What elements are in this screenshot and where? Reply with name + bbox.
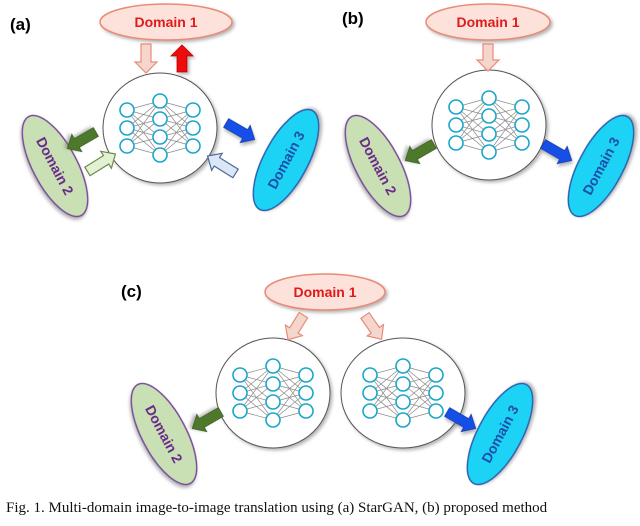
panel-b-green-arrow [404,139,437,165]
panel-a-hollow-green-arrow [83,150,117,177]
panel-b-network-node [448,135,464,151]
panel-c-network-2-node [395,412,411,428]
panel-a-network-node [152,93,168,109]
panel-c-network-1-node [298,403,314,419]
panel-b-network-node [481,90,497,106]
panel-c-network-2-node [428,385,444,401]
panel-c-network-1-node [232,367,248,383]
panel-a-network-node [185,138,201,154]
panel-c-network-2 [340,337,466,449]
panel-c-label: (c) [121,282,142,301]
panel-c-network-1 [215,337,331,449]
panel-c-network-1-node [265,394,281,410]
figure-caption: Fig. 1. Multi-domain image-to-image tran… [6,500,548,516]
panel-b-network-node [514,99,530,115]
panel-c-hollow-arrow-right [360,311,385,341]
panel-c-network-1-edge [239,365,274,412]
panel-a-network-node [152,129,168,145]
panel-b-hollow-arrow-down [475,43,501,72]
panel-a-domain-1: Domain 1 [99,3,233,41]
panel-a-domain-1-label: Domain 1 [134,14,197,30]
panel-a-red-arrow-up [170,44,194,73]
panel-c-domain-1-label: Domain 1 [293,284,356,300]
panel-a-network-node [119,102,135,118]
panel-b-network-node [514,117,530,133]
panel-a-hollow-arrow-down [133,43,159,74]
panel-b-domain-1: Domain 1 [425,3,551,41]
panel-c-network-1-node [265,376,281,392]
panel-a-network-node [152,147,168,163]
panel-b-network [431,69,547,181]
panel-a-network-node [185,102,201,118]
panel-a-network-node [119,120,135,136]
panel-c-network-2-edge [402,374,437,421]
panel-b-network-node [448,99,464,115]
panel-a-network-node [119,138,135,154]
panel-b-blue-arrow [540,139,573,165]
panel-c-network-1-edge [272,374,307,421]
panel-b: (b) Domain 1 Domain 2 Domain 3 [342,3,635,218]
panel-c-network-2-node [362,403,378,419]
panel-b-domain-3: Domain 3 [567,114,635,218]
panel-c-network-2-node [428,367,444,383]
panel-c-network-1-node [265,412,281,428]
panel-c-hollow-arrow-left [284,311,309,341]
panel-c-blue-arrow [444,407,477,433]
panel-b-network-node [481,144,497,160]
panel-a-network-boundary [102,72,218,184]
panel-a-network-edge [159,109,194,156]
panel-c-network-2-node [395,358,411,374]
panel-c-network-1-boundary [215,337,331,449]
panel-b-network-node [448,117,464,133]
panel-a-network-node [185,120,201,136]
panel-b-domain-2: Domain 2 [344,114,412,218]
panel-b-network-node [481,108,497,124]
panel-b-network-edge [455,97,490,144]
panel-a-blue-arrow [223,118,256,144]
panel-c-domain-3: Domain 3 [466,382,534,486]
panel-a-network-node [152,111,168,127]
panel-a-domain-3: Domain 3 [252,108,320,212]
panel-b-network-node [514,135,530,151]
panel-c-green-arrow [191,407,224,433]
panel-c-network-1-node [298,367,314,383]
panel-a-label: (a) [10,15,31,34]
panel-c-network-2-node [362,367,378,383]
panel-b-label: (b) [342,9,364,28]
panel-c: (c) Domain 1 Domain 2 Domain 3 [121,273,534,486]
panel-c-network-2-node [395,376,411,392]
panel-c-network-2-node [428,403,444,419]
panel-a-hollow-blue-arrow [206,152,240,179]
panel-c-network-1-node [298,385,314,401]
panel-a: (a) Domain 1 Domain 2 Domain 3 [10,3,320,218]
panel-c-network-2-node [362,385,378,401]
panel-c-network-1-node [265,358,281,374]
panel-c-domain-2: Domain 2 [130,382,198,486]
panel-b-network-node [481,126,497,142]
panel-a-network-edge [126,100,161,147]
panel-b-domain-1-label: Domain 1 [456,14,519,30]
panel-c-network-2-boundary [340,337,466,449]
panel-c-network-2-edge [369,365,404,412]
panel-c-network-1-node [232,403,248,419]
panel-c-domain-1: Domain 1 [264,273,386,311]
panel-a-green-arrow [66,127,99,153]
panel-a-network [102,72,218,184]
panel-c-network-1-node [232,385,248,401]
panel-b-network-edge [488,106,523,153]
panel-c-network-2-node [395,394,411,410]
